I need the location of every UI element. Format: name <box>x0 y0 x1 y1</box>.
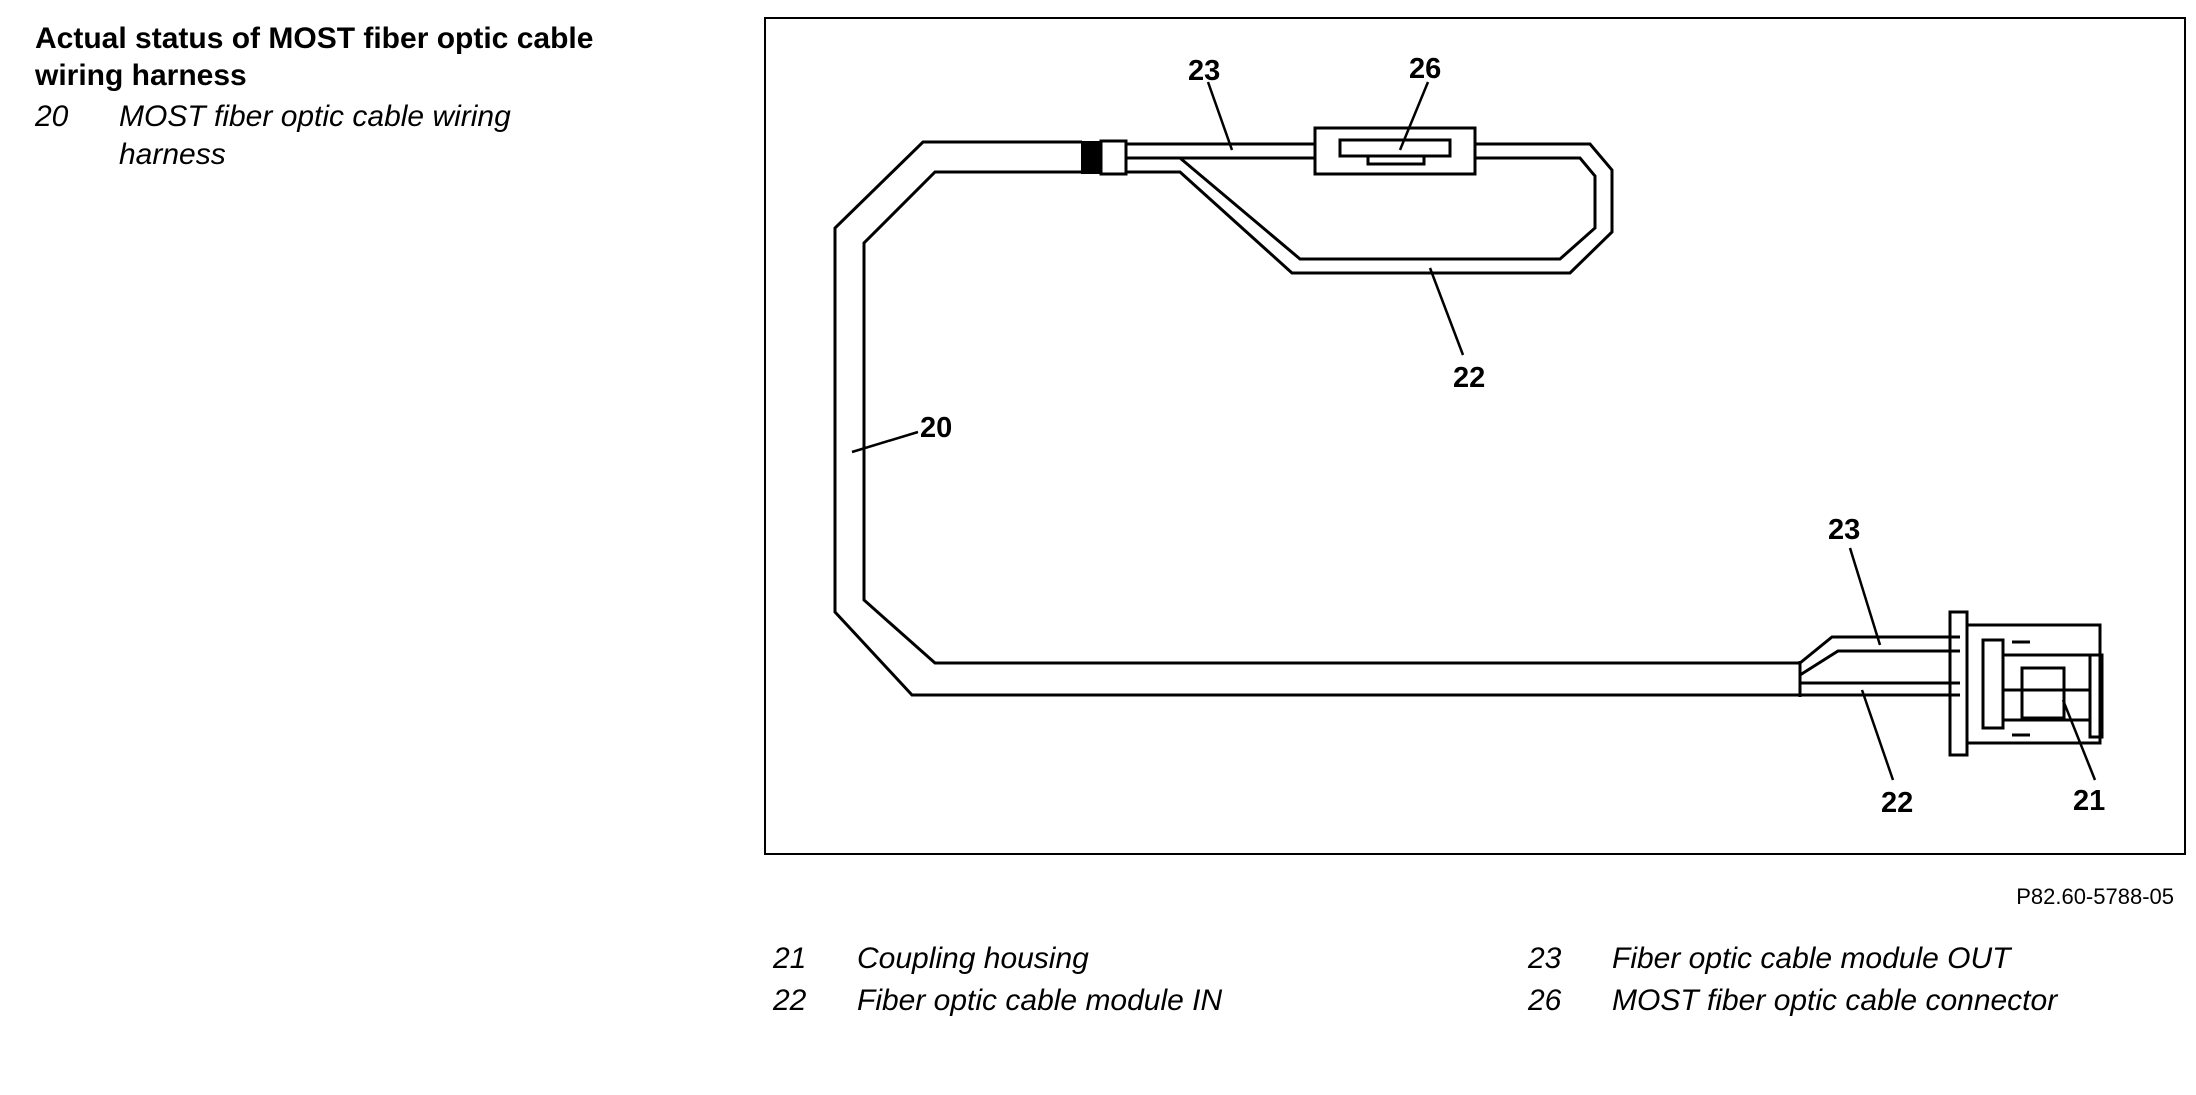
callout-22-bottom: 22 <box>1881 787 1913 819</box>
leader-22-top <box>1428 267 1465 356</box>
callout-23-right: 23 <box>1828 514 1860 546</box>
leader-23-right <box>1848 547 1882 646</box>
callout-23-top: 23 <box>1188 55 1220 87</box>
legend-number: 26 <box>1528 984 1562 1017</box>
connector-26-slot <box>1366 154 1426 166</box>
figure-reference: P82.60-5788-05 <box>2016 884 2174 909</box>
housing-contact <box>2020 666 2066 720</box>
leader-21 <box>2061 699 2097 781</box>
leader-26 <box>1398 81 1430 151</box>
housing-front-cap <box>2088 653 2104 739</box>
upper-branches <box>1126 142 1614 275</box>
legend-text: MOST fiber optic cable connector <box>1612 984 2058 1017</box>
cable-23-right-lower <box>1799 649 1960 677</box>
callout-26: 26 <box>1409 53 1441 85</box>
legend-number: 21 <box>773 942 807 975</box>
callout-21: 21 <box>2073 785 2105 817</box>
legend-text: Fiber optic cable module IN <box>857 984 1223 1017</box>
callout-22-top: 22 <box>1453 362 1485 394</box>
leader-20 <box>851 430 919 454</box>
harness-20 <box>833 140 1802 697</box>
legend-text: Coupling housing <box>857 942 1089 975</box>
diagram-frame <box>764 17 2186 855</box>
connector-26 <box>1313 126 1477 176</box>
housing-latch <box>1981 638 2005 730</box>
legend-number: 23 <box>1528 942 1562 975</box>
connector-26-body <box>1313 126 1477 176</box>
legend-text: MOST fiber optic cable wiring harness <box>119 100 511 171</box>
cable-22-loop-outer <box>1126 142 1614 275</box>
housing-body <box>1965 623 2102 745</box>
harness-inner-line <box>862 170 1800 665</box>
page-title: Actual status of MOST fiber optic cable … <box>35 22 594 92</box>
legend-text: Fiber optic cable module OUT <box>1612 942 2011 975</box>
lower-branches <box>1799 635 1960 697</box>
cable-22-loop-inner <box>1179 156 1597 261</box>
harness-sleeve-end <box>1099 139 1128 176</box>
harness-sleeve <box>1081 141 1101 174</box>
leader-22-bottom <box>1860 689 1895 781</box>
coupling-housing-21 <box>1948 610 2104 757</box>
callout-20: 20 <box>920 412 952 444</box>
leader-lines <box>851 81 2097 781</box>
leader-23-top <box>1206 81 1234 151</box>
harness-outer-line <box>833 140 1800 697</box>
legend-number: 20 <box>35 100 69 133</box>
legend-number: 22 <box>773 984 807 1017</box>
cable-23-right-upper <box>1799 635 1960 665</box>
connector-26-inner <box>1338 138 1452 158</box>
